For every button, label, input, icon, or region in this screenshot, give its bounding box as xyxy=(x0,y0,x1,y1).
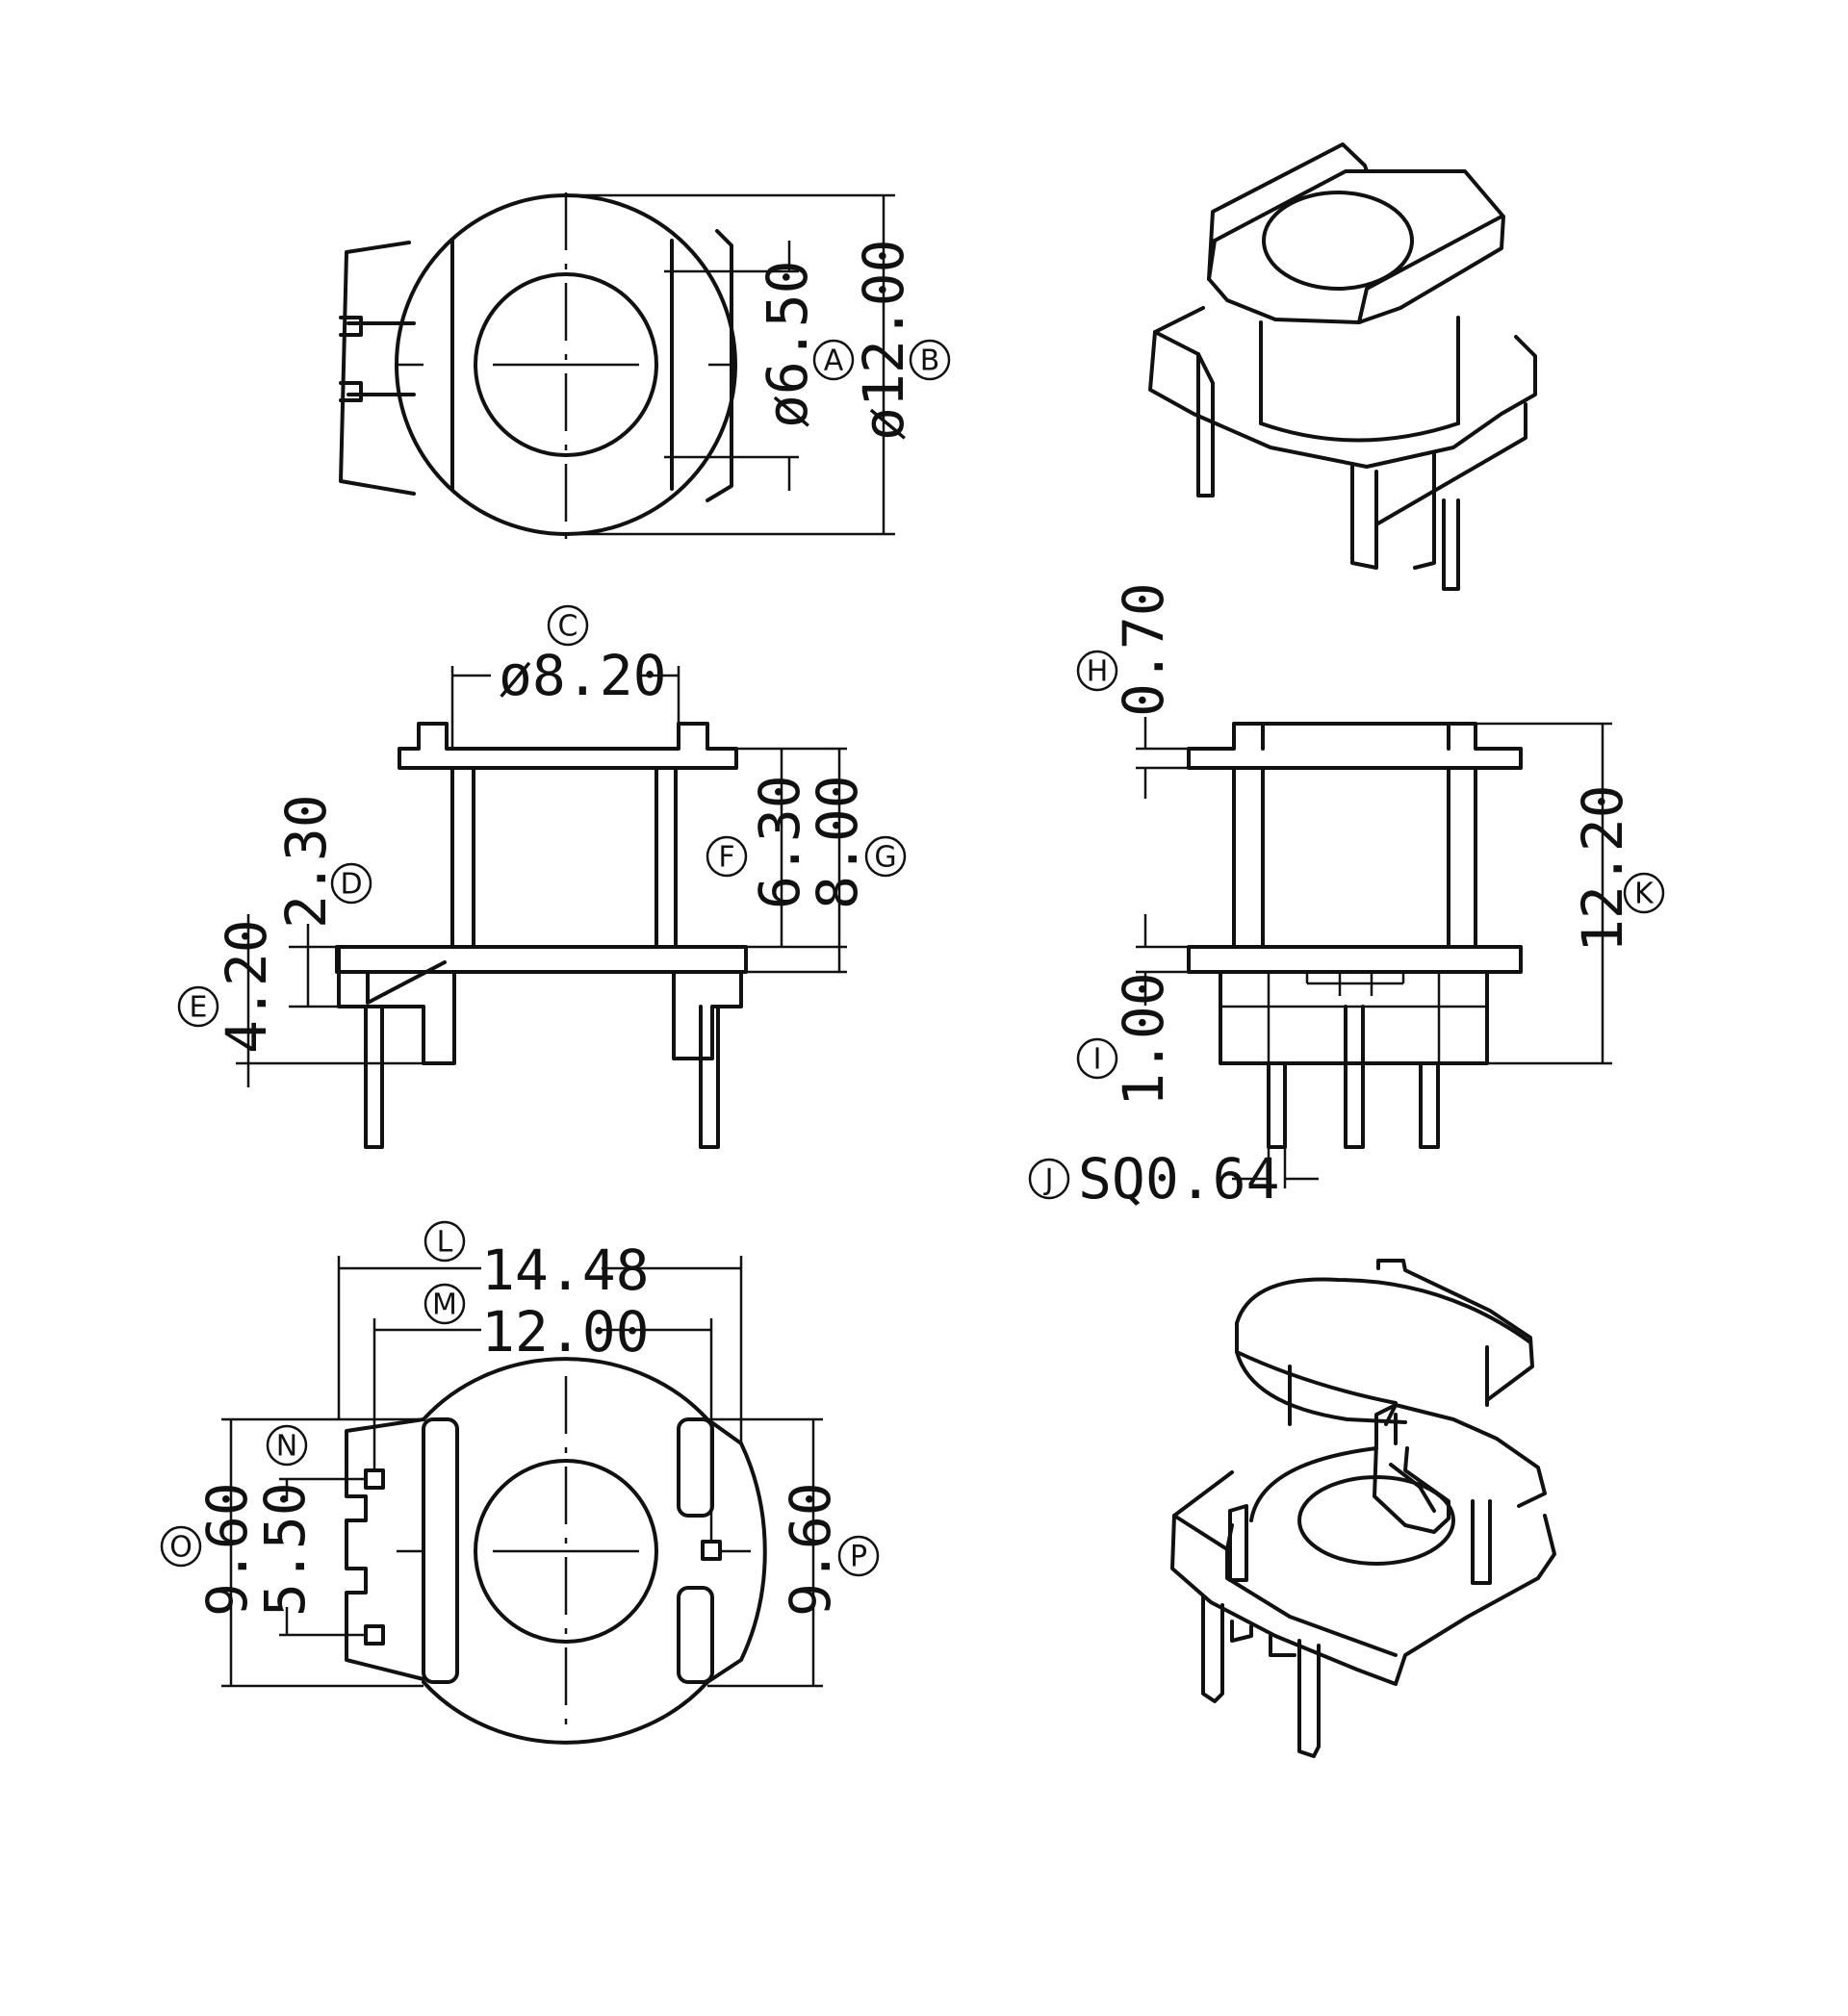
dim-n-label: 5.50 xyxy=(252,1482,318,1617)
dim-k-label: 12.20 xyxy=(1570,784,1635,953)
dim-o-label: 9.60 xyxy=(194,1482,260,1617)
front-view xyxy=(236,666,847,1149)
marker-e: E xyxy=(177,985,219,1028)
dim-e-label: 4.20 xyxy=(214,919,279,1054)
marker-b-text: B xyxy=(920,345,940,378)
dim-l-label: 14.48 xyxy=(481,1238,650,1303)
marker-f: F xyxy=(706,835,748,878)
isometric-top-view xyxy=(1148,142,1537,591)
dim-a-label: ø6.50 xyxy=(755,260,820,428)
marker-a: A xyxy=(812,339,855,381)
marker-g-text: G xyxy=(874,841,896,875)
marker-f-text: F xyxy=(718,841,734,875)
dim-i-label: 1.00 xyxy=(1111,972,1176,1107)
marker-l: L xyxy=(424,1220,466,1263)
marker-n: N xyxy=(266,1424,308,1467)
marker-g: G xyxy=(864,835,907,878)
top-view xyxy=(339,192,895,539)
dim-m-label: 12.00 xyxy=(481,1299,650,1365)
marker-o: O xyxy=(160,1525,202,1568)
marker-o-text: O xyxy=(169,1531,192,1565)
side-view xyxy=(1136,717,1612,1188)
marker-p-text: P xyxy=(850,1541,867,1574)
marker-c: C xyxy=(547,604,589,647)
marker-p: P xyxy=(837,1535,880,1577)
dim-c-label: ø8.20 xyxy=(499,643,667,708)
marker-j-text: J xyxy=(1043,1163,1054,1197)
marker-k: K xyxy=(1623,872,1665,914)
marker-i: I xyxy=(1076,1037,1118,1080)
marker-h-text: H xyxy=(1087,655,1109,689)
marker-l-text: L xyxy=(437,1226,453,1260)
dim-j-label: SQ0.64 xyxy=(1078,1146,1280,1212)
marker-m: M xyxy=(424,1283,466,1325)
marker-a-text: A xyxy=(824,345,844,378)
dim-p-label: 9.60 xyxy=(778,1482,843,1617)
marker-k-text: K xyxy=(1634,878,1655,911)
bottom-view xyxy=(221,1256,823,1745)
marker-i-text: I xyxy=(1093,1043,1102,1077)
marker-e-text: E xyxy=(190,991,208,1025)
dim-f-label: 6.30 xyxy=(747,775,812,909)
dim-h-label: 0.70 xyxy=(1111,582,1176,717)
dim-b-label: ø12.00 xyxy=(851,239,916,441)
marker-c-text: C xyxy=(558,610,578,644)
marker-h: H xyxy=(1076,650,1118,692)
marker-m-text: M xyxy=(432,1289,457,1322)
marker-d: D xyxy=(330,862,372,905)
marker-n-text: N xyxy=(276,1430,297,1464)
isometric-bottom-view xyxy=(1170,1259,1556,1758)
dim-d-label: 2.30 xyxy=(273,794,339,929)
dim-g-label: 8.00 xyxy=(805,775,870,909)
marker-b: B xyxy=(909,339,951,381)
marker-j: J xyxy=(1028,1158,1070,1200)
marker-d-text: D xyxy=(340,868,362,902)
